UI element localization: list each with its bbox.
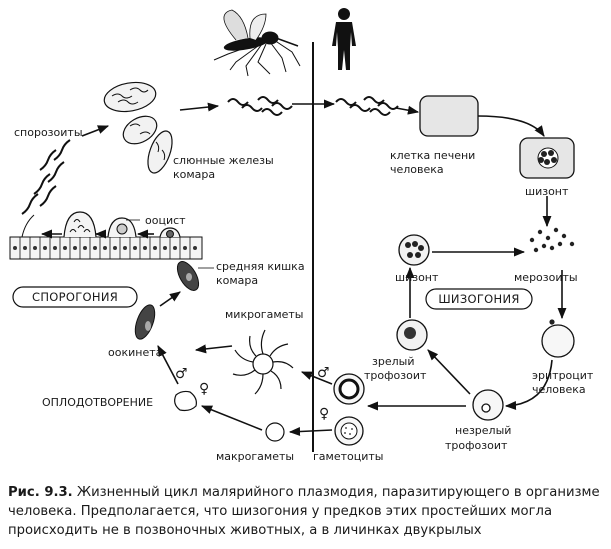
zygote bbox=[174, 390, 197, 412]
released-sporozoites bbox=[21, 139, 71, 215]
blood-schizont bbox=[398, 234, 430, 266]
label-salivary-glands-1: слюнные железы bbox=[173, 154, 274, 167]
liver-schizont bbox=[519, 137, 575, 179]
caption-text: Жизненный цикл малярийного плазмодия, па… bbox=[8, 485, 600, 538]
label-immature-troph-2: трофозоит bbox=[445, 439, 508, 452]
label-macrogametes: макрогаметы bbox=[216, 450, 294, 463]
ookinete-cell bbox=[134, 304, 156, 340]
label-sporozoites: спорозоиты bbox=[14, 126, 83, 139]
label-midgut-1: средняя кишка bbox=[216, 260, 305, 273]
label-erythrocyte-1: эритроцит bbox=[532, 369, 594, 382]
label-mature-troph-1: зрелый bbox=[372, 355, 414, 368]
oocysts bbox=[21, 211, 181, 238]
label-gametocytes: гаметоциты bbox=[313, 450, 383, 463]
malaria-life-cycle-diagram: спорозоиты слюнные железы комара клетка … bbox=[9, 8, 594, 463]
label-midgut-2: комара bbox=[216, 274, 258, 287]
ookinete-penetrating bbox=[176, 261, 200, 291]
male-gametocyte bbox=[333, 373, 365, 405]
salivary-glands bbox=[103, 81, 173, 174]
liver-cell bbox=[419, 95, 479, 137]
label-merozoites: мерозоиты bbox=[514, 271, 578, 284]
midgut-wall bbox=[9, 236, 203, 260]
label-mature-troph-2: трофозоит bbox=[364, 369, 427, 382]
female-symbol-fertilization: ♀ bbox=[199, 381, 209, 397]
label-microgametes: микрогаметы bbox=[225, 308, 303, 321]
immature-trophozoite bbox=[472, 389, 504, 421]
male-symbol-gametocyte: ♂ bbox=[317, 365, 330, 381]
female-symbol-gametocyte: ♀ bbox=[319, 406, 329, 422]
caption-label: Рис. 9.3. bbox=[8, 485, 73, 500]
mosquito-icon bbox=[213, 9, 301, 77]
label-schizogony: ШИЗОГОНИЯ bbox=[438, 292, 519, 306]
label-liver-cell-1: клетка печени bbox=[390, 149, 475, 162]
label-schizont-top: шизонт bbox=[525, 185, 569, 198]
label-pointers bbox=[126, 219, 214, 269]
mature-trophozoite bbox=[396, 319, 428, 351]
cycle-arrows bbox=[40, 99, 567, 436]
sporogony-box bbox=[12, 286, 138, 308]
label-fertilization: ОПЛОДОТВОРЕНИЕ bbox=[42, 396, 153, 409]
erythrocyte bbox=[541, 319, 575, 358]
merozoites-dots bbox=[529, 227, 575, 253]
human-silhouette-icon bbox=[332, 8, 356, 70]
female-gametocyte bbox=[334, 416, 364, 446]
schizogony-box bbox=[425, 288, 533, 310]
macrogamete bbox=[265, 422, 285, 442]
sporozoites-mosquito bbox=[227, 96, 293, 116]
label-salivary-glands-2: комара bbox=[173, 168, 215, 181]
figure-caption: Рис. 9.3. Жизненный цикл малярийного пла… bbox=[8, 483, 604, 540]
microgametes-cell bbox=[232, 329, 294, 395]
label-erythrocyte-2: человека bbox=[532, 383, 586, 396]
label-immature-troph-1: незрелый bbox=[455, 424, 511, 437]
label-liver-cell-2: человека bbox=[390, 163, 444, 176]
male-symbol-fertilization: ♂ bbox=[175, 366, 188, 382]
label-ookinete: оокинета bbox=[108, 346, 162, 359]
label-oocyst: ооцист bbox=[145, 214, 186, 227]
sporozoites-human bbox=[335, 96, 399, 116]
label-sporogony: СПОРОГОНИЯ bbox=[32, 290, 118, 304]
label-schizont-left: шизонт bbox=[395, 271, 439, 284]
